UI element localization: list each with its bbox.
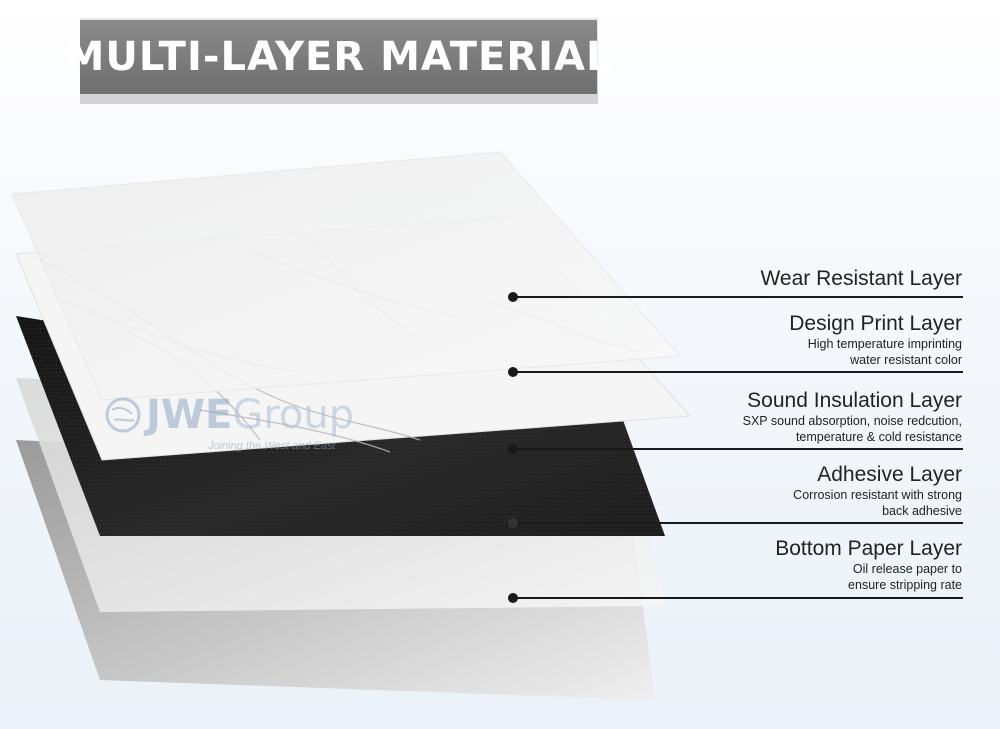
dot-wear — [508, 292, 518, 302]
layer-description: Corrosion resistant with strong — [793, 488, 962, 502]
leader-line-bottom — [513, 597, 963, 599]
watermark-tagline: Joining the West and East — [208, 440, 336, 452]
page-title: MULTI-LAYER MATERIAL — [64, 34, 613, 80]
layer-name: Bottom Paper Layer — [775, 537, 962, 560]
layer-name: Design Print Layer — [789, 312, 962, 335]
layer-description: water resistant color — [850, 353, 962, 367]
leader-line-wear — [513, 296, 963, 298]
layer-description: High temperature imprinting — [807, 337, 962, 351]
leader-line-design — [513, 371, 963, 373]
layer-name: Sound Insulation Layer — [747, 389, 962, 412]
watermark: JWEGroup Joining the West and East — [104, 392, 404, 462]
layer-name: Adhesive Layer — [817, 463, 962, 486]
dot-adhesive — [508, 518, 518, 528]
label-wear-resistant: Wear Resistant Layer — [760, 267, 962, 291]
label-design-print: Design Print Layer High temperature impr… — [789, 312, 962, 368]
title-bar: MULTI-LAYER MATERIAL — [65, 20, 611, 94]
layer-description: back adhesive — [882, 504, 962, 518]
label-adhesive: Adhesive Layer Corrosion resistant with … — [793, 463, 962, 519]
label-bottom-paper: Bottom Paper Layer Oil release paper to … — [775, 537, 962, 593]
dot-design — [508, 367, 518, 377]
layer-description: Oil release paper to — [852, 562, 962, 576]
leader-line-sound — [513, 448, 963, 450]
dot-bottom — [508, 593, 518, 603]
layer-description: ensure stripping rate — [848, 578, 962, 592]
layer-description: SXP sound absorption, noise redcution, — [742, 414, 962, 428]
globe-icon — [105, 397, 141, 433]
dot-sound — [508, 444, 518, 454]
wear-resistant-layer — [11, 151, 682, 401]
label-sound-insulation: Sound Insulation Layer SXP sound absorpt… — [743, 389, 962, 445]
layer-description: temperature & cold resistance — [795, 430, 962, 444]
leader-line-adhesive — [513, 522, 963, 524]
layer-name: Wear Resistant Layer — [760, 267, 962, 290]
watermark-brand: JWEGroup — [146, 392, 355, 438]
